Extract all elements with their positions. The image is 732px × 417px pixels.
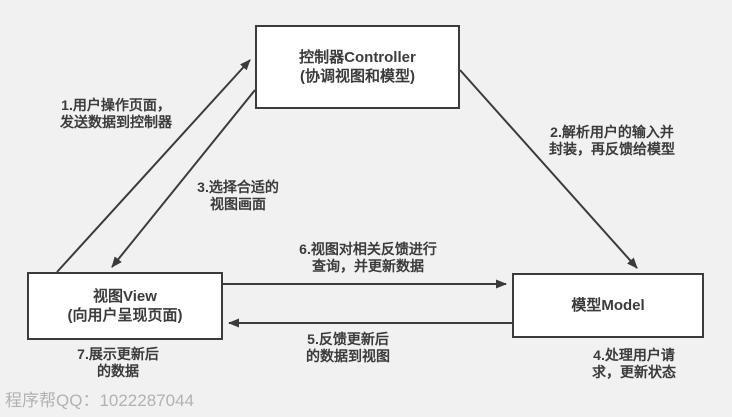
controller-title: 控制器Controller	[299, 49, 416, 66]
view-subtitle: (向用户呈现页面)	[67, 307, 183, 324]
watermark: 程序帮QQ：1022287044	[5, 391, 194, 410]
node-view: 视图View (向用户呈现页面)	[27, 272, 223, 340]
arrow-step1	[56, 59, 251, 273]
label-step4: 4.处理用户请 求，更新状态	[592, 347, 676, 380]
label-step6: 6.视图对相关反馈进行 查询，并更新数据	[299, 241, 437, 274]
label-step7: 7.展示更新后 的数据	[77, 346, 159, 379]
arrow-step3	[111, 89, 256, 268]
controller-subtitle: (协调视图和模型)	[300, 68, 415, 85]
label-step1: 1.用户操作页面， 发送数据到控制器	[60, 97, 172, 130]
view-title: 视图View	[93, 288, 157, 305]
label-step2: 2.解析用户的输入并 封装，再反馈给模型	[549, 124, 675, 157]
label-step3: 3.选择合适的 视图画面	[197, 179, 279, 212]
model-title: 模型Model	[571, 297, 645, 314]
arrow-step2	[459, 69, 638, 269]
node-model: 模型Model	[512, 273, 704, 338]
label-step5: 5.反馈更新后 的数据到视图	[306, 331, 390, 364]
node-controller: 控制器Controller (协调视图和模型)	[255, 25, 460, 109]
